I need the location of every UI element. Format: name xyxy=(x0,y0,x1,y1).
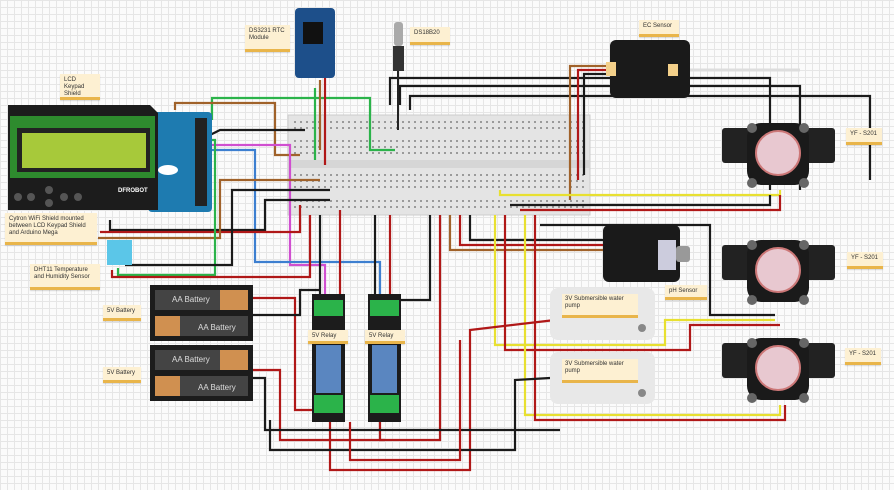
label-ec: EC Sensor xyxy=(639,20,679,37)
wire-red xyxy=(458,215,605,247)
label-relay-2: 5V Relay xyxy=(365,330,405,344)
wire-black xyxy=(253,288,320,317)
wire-black xyxy=(125,195,234,267)
label-ph: pH Sensor xyxy=(665,285,707,300)
wire-black xyxy=(108,198,330,232)
label-flow-1: YF - S201 xyxy=(846,128,882,145)
arduino-mega xyxy=(148,112,212,212)
wire-black xyxy=(230,188,330,195)
wire-red xyxy=(328,318,556,472)
wire-red xyxy=(348,340,462,462)
battery-pack-2: AA Battery AA Battery xyxy=(150,345,253,401)
label-flow-2: YF - S201 xyxy=(847,252,883,269)
dht11-sensor xyxy=(107,240,132,265)
wire-red xyxy=(520,195,782,212)
wire-black xyxy=(268,376,551,452)
label-battery-1: 5V Battery xyxy=(103,305,141,321)
rtc-module xyxy=(295,8,335,78)
wire-brown xyxy=(98,178,320,240)
wire-red xyxy=(253,296,318,412)
label-pump-1: 3V Submersible water pump xyxy=(562,294,638,318)
wire-brown xyxy=(568,64,608,200)
label-lcd: LCD Keypad Shield xyxy=(60,74,100,100)
wire-black xyxy=(209,128,305,136)
ec-sensor xyxy=(606,40,800,98)
svg-text:AA Battery: AA Battery xyxy=(198,323,236,332)
relay-1 xyxy=(312,294,345,422)
wire-pink xyxy=(205,143,327,300)
wire-black xyxy=(510,195,772,207)
battery-pack-1: AA Battery AA Battery xyxy=(150,285,253,341)
wire-green xyxy=(116,138,217,277)
label-pump-2: 3V Submersible water pump xyxy=(562,359,638,383)
svg-text:AA Battery: AA Battery xyxy=(198,383,236,392)
wire-blue xyxy=(205,148,382,300)
wire-black xyxy=(582,72,608,175)
flow-sensor-1 xyxy=(722,123,835,188)
wire-brown xyxy=(173,101,300,157)
label-cytron: Cytron WiFi Shield mounted between LCD K… xyxy=(5,213,97,245)
dfrobot-logo: DFROBOT xyxy=(118,188,148,194)
wire-brown xyxy=(448,215,605,252)
label-rtc: DS3231 RTC Module xyxy=(245,25,290,52)
wires xyxy=(98,64,872,472)
wire-red xyxy=(576,68,608,180)
wire-black xyxy=(253,376,560,432)
ph-sensor xyxy=(603,225,690,282)
wire-black xyxy=(468,215,605,242)
breadboard xyxy=(287,114,591,216)
label-relay-1: 5V Relay xyxy=(308,330,348,344)
wire-yellow xyxy=(493,215,775,347)
wire-red xyxy=(110,215,312,279)
ds18b20-probe xyxy=(393,22,404,130)
svg-text:AA Battery: AA Battery xyxy=(172,295,210,304)
label-dht11: DHT11 Temperature and Humidity Sensor xyxy=(30,264,100,290)
wire-red xyxy=(533,215,787,422)
wire-green xyxy=(210,96,395,152)
wire-black xyxy=(400,215,432,302)
wire-yellow xyxy=(498,190,782,197)
flow-sensor-3 xyxy=(722,338,835,403)
wire-red xyxy=(253,368,385,442)
label-battery-2: 5V Battery xyxy=(103,367,141,383)
wire-red xyxy=(100,205,302,234)
relay-2 xyxy=(368,294,401,422)
flow-sensor-2 xyxy=(722,240,835,305)
svg-text:AA Battery: AA Battery xyxy=(172,355,210,364)
label-ds18b20: DS18B20 xyxy=(410,27,450,45)
wire-red xyxy=(503,215,780,352)
label-flow-3: YF - S201 xyxy=(845,348,881,365)
lcd-keypad-shield: DFROBOT xyxy=(8,105,158,210)
wire-yellow xyxy=(523,215,782,417)
